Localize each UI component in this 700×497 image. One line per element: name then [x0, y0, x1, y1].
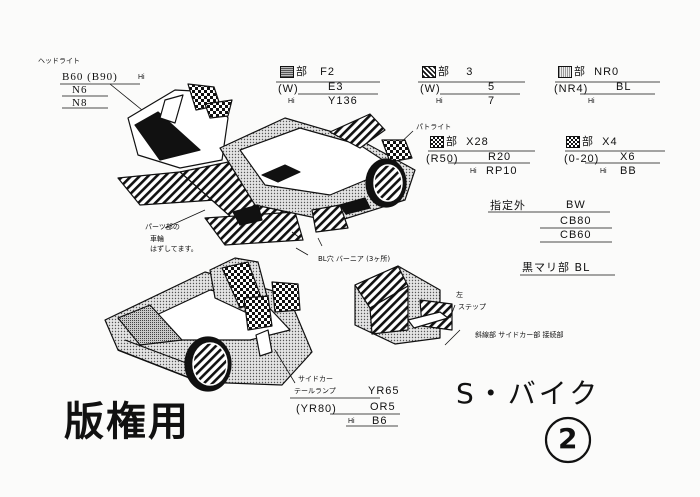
part-x28-bottom: RP10 [486, 165, 518, 177]
part-x4-paren: (0-20) [564, 153, 600, 165]
step-line1: 左 [456, 291, 463, 299]
vernier-label: BL穴 バーニア (3ヶ所) [318, 255, 391, 263]
part-3-mid: 5 [488, 81, 496, 93]
dark-check-swatch-icon [566, 136, 580, 148]
sidecar-hi: Hi [348, 418, 355, 425]
dot-screen-swatch-icon [280, 66, 294, 78]
sidecar-label2: テールランプ [294, 387, 336, 395]
joint-label: 斜線部 サイドカー部 接続部 [475, 331, 564, 339]
patlight-label: パトライト [416, 123, 452, 131]
sidecar-code: YR65 [368, 385, 400, 397]
sidecar-label1: サイドカー [298, 375, 333, 383]
part-f2-paren: (W) [278, 83, 299, 95]
bike-top-view [117, 83, 416, 246]
part-3-bottom: 7 [488, 95, 496, 107]
leader-lines [60, 81, 665, 427]
black-area-label: 黒マリ部 BL [522, 261, 591, 274]
step-line2: ステップ [458, 303, 486, 311]
part-f2-mid: E3 [328, 81, 344, 93]
shitei-label: 指定外 [490, 199, 526, 212]
headlight-row2: N6 [72, 84, 88, 96]
parts-note-line1: パーツ部の [145, 223, 180, 231]
part-f2-hi: Hi [288, 98, 295, 105]
headlight-row1-hi: Hi [138, 74, 145, 81]
part-x4-bottom: BB [620, 165, 637, 177]
part-3-header: 部 3 [422, 66, 473, 78]
part-nr0-hi: Hi [588, 98, 595, 105]
parts-note-line3: はずしてます。 [150, 245, 198, 253]
part-x4-hi: Hi [600, 168, 607, 175]
sidecar-paren: (YR80) [296, 403, 337, 415]
part-3-hi: Hi [436, 98, 443, 105]
copyright-stamp: 版権用 [64, 399, 190, 445]
headlight-label: ヘッドライト [38, 57, 80, 65]
shitei-row3: CB60 [560, 229, 592, 241]
page-number-circle [544, 416, 592, 464]
part-x28-hi: Hi [470, 168, 477, 175]
fine-screen-swatch-icon [558, 66, 572, 78]
shitei-row2: CB80 [560, 215, 592, 227]
part-nr0-mid: BL [616, 81, 632, 93]
check-pattern-swatch-icon [430, 136, 444, 148]
part-x28-paren: (R50) [426, 153, 459, 165]
part-3-paren: (W) [420, 83, 441, 95]
part-x28-header: 部 X28 [430, 136, 489, 148]
part-f2-header: 部 F2 [280, 66, 335, 78]
part-nr0-header: 部 NR0 [558, 66, 619, 78]
part-f2-bottom: Y136 [328, 95, 358, 107]
headlight-row1: B60 (B90) [62, 71, 118, 83]
page-number: 2 [558, 422, 578, 455]
sidecar-mid: OR5 [370, 401, 396, 413]
step-detail [354, 265, 453, 345]
diagonal-hatch-swatch-icon [422, 66, 436, 78]
part-x4-mid: X6 [620, 151, 636, 163]
sheet-title: S・バイク [456, 377, 601, 410]
headlight-row3: N8 [72, 97, 88, 109]
part-x28-mid: R20 [488, 151, 512, 163]
part-nr0-paren: (NR4) [554, 83, 589, 95]
parts-note-line2: 車輪 [150, 235, 164, 243]
part-x4-header: 部 X4 [566, 136, 618, 148]
shitei-value: BW [566, 199, 586, 211]
sidecar-bottom: B6 [372, 415, 388, 427]
sidecar-view [104, 257, 313, 392]
